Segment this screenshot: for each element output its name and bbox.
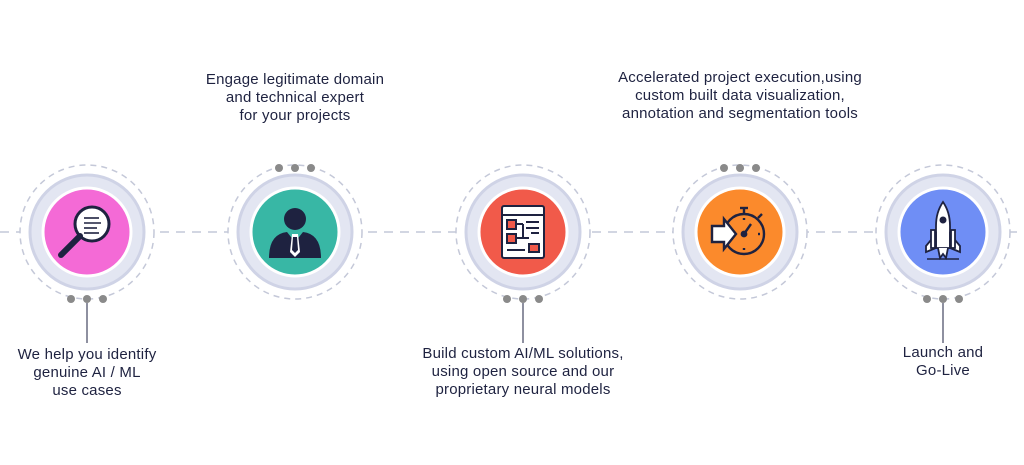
step-4-dot [720,164,728,172]
rocket-launch-icon [925,200,961,261]
step-2-badge [249,186,341,278]
step-2-dot [275,164,283,172]
step-2 [227,164,363,300]
step-3-dot [503,295,511,303]
step-1-dot [67,295,75,303]
step-1-description: We help you identify genuine AI / ML use… [17,346,157,399]
step-5-dot [955,295,963,303]
step-4-dot [752,164,760,172]
step-1 [19,164,155,343]
step-2-description: Engage legitimate domain and technical e… [205,71,385,124]
step-5-dot [923,295,931,303]
step-4-badge [694,186,786,278]
step-3-dot [535,295,543,303]
step-4 [672,164,808,300]
step-1-dot [83,295,91,303]
step-3 [455,164,591,343]
flowchart-code-icon [501,205,545,259]
businessman-icon [269,208,321,258]
step-3-dot [519,295,527,303]
step-4-description: Accelerated project execution,using cust… [618,69,862,122]
magnifier-document-icon [58,205,111,258]
step-2-dot [291,164,299,172]
step-2-dot [307,164,315,172]
stopwatch-arrow-icon [710,206,766,256]
step-3-description: Build custom AI/ML solutions, using open… [422,345,624,398]
step-4-dot [736,164,744,172]
step-5-description: Launch and Go-Live [902,344,984,379]
step-1-dot [99,295,107,303]
step-5-dot [939,295,947,303]
step-5 [875,164,1011,343]
